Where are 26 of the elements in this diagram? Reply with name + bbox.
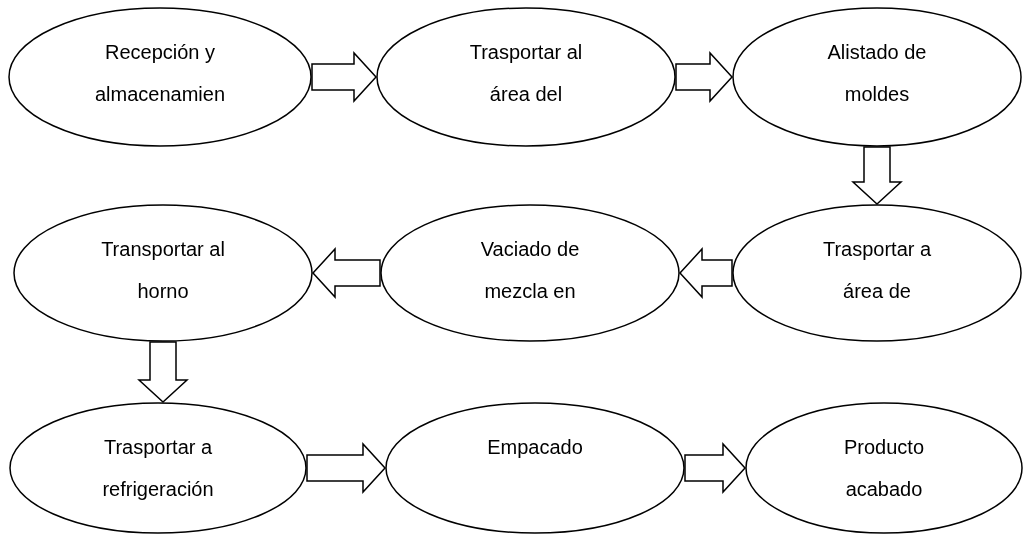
block-arrow [684,442,746,494]
block-arrow [306,442,386,494]
step-label: Vaciado de mezcla en [479,237,581,304]
step-label: Alistado de moldes [826,40,928,107]
block-arrow [137,341,189,403]
step-label: Trasportar al área del [468,40,584,107]
block-arrow [679,247,733,299]
process-ellipse [385,402,685,534]
block-arrow [312,247,381,299]
step-label: Trasportar a refrigeración [101,435,215,502]
step-label: Recepción y almacenamien [93,40,227,107]
block-arrow [675,51,733,103]
process-ellipse [732,7,1022,147]
block-arrow [851,146,903,205]
step-label: Empacado [486,435,584,460]
process-ellipse [376,7,676,147]
process-ellipse [9,402,307,534]
step-label: Transportar al horno [100,237,226,304]
process-ellipse [380,204,680,342]
process-ellipse [732,204,1022,342]
step-label: Producto acabado [842,435,926,502]
step-label: Trasportar a área de [821,237,933,304]
process-ellipse [745,402,1023,534]
block-arrow [311,51,377,103]
process-ellipse [13,204,313,342]
process-ellipse [8,7,312,147]
